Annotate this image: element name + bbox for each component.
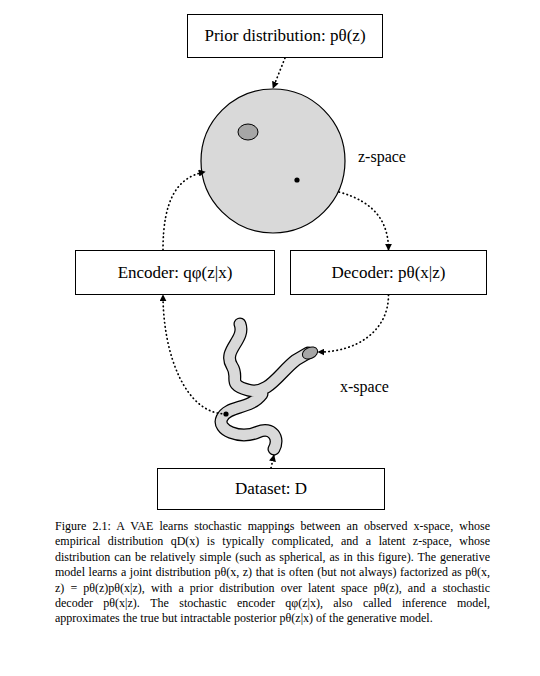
z-space-circle: z-space [200, 88, 346, 234]
caption-text: Figure 2.1: A VAE learns stochastic mapp… [55, 519, 490, 625]
dotted-arrow [318, 295, 388, 352]
space-label: z-space [358, 148, 406, 166]
figure-caption: Figure 2.1: A VAE learns stochastic mapp… [55, 519, 490, 627]
manifold-border [221, 324, 308, 449]
dotted-arrow [163, 172, 205, 250]
space-label: x-space [340, 378, 389, 396]
x-space-manifold: x-space [205, 316, 335, 458]
manifold-body [221, 324, 308, 449]
generated-region [300, 345, 319, 362]
box-label: Dataset: D [235, 479, 307, 499]
data-point [223, 411, 228, 416]
encoder-box: Encoder: qφ(z|x) [75, 250, 275, 295]
decoder-box: Decoder: pθ(x|z) [290, 250, 487, 295]
prior-box: Prior distribution: pθ(z) [187, 14, 383, 58]
circle-outline [200, 88, 346, 234]
box-label: Prior distribution: pθ(z) [204, 26, 365, 46]
box-label: Decoder: pθ(x|z) [332, 263, 446, 283]
posterior-region [238, 124, 258, 140]
latent-space-disc [201, 89, 345, 233]
manifold-outline [205, 316, 335, 458]
latent-point [294, 177, 299, 182]
dotted-arrow [339, 192, 389, 250]
box-label: Encoder: qφ(z|x) [118, 263, 233, 283]
dotted-arrow [273, 58, 285, 88]
dotted-arrow [271, 455, 274, 468]
dataset-box: Dataset: D [157, 468, 385, 510]
dotted-arrow [163, 295, 226, 414]
